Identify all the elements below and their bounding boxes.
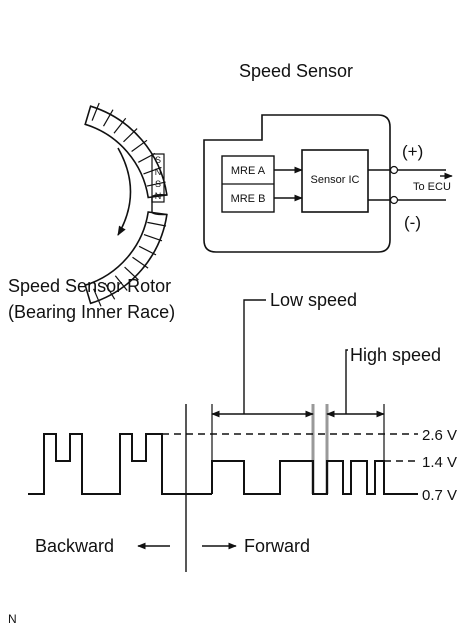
low-speed-label: Low speed xyxy=(270,290,357,310)
figure-code: N xyxy=(8,612,17,626)
level-2.6v-label: 2.6 V xyxy=(422,427,457,444)
high-speed-leader xyxy=(345,349,348,414)
forward-label: Forward xyxy=(244,536,310,556)
rotor-pole-3: S xyxy=(155,179,161,189)
speed-sensor-rotor: S N S N xyxy=(84,102,168,307)
rotor-segment-tick xyxy=(104,282,116,300)
high-speed-label: High speed xyxy=(350,345,441,365)
rotor-pole-4: N xyxy=(155,191,162,201)
sensor-ic-label: Sensor IC xyxy=(311,174,360,186)
rotor-pole-2: N xyxy=(155,167,162,177)
rotor-segment-tick xyxy=(102,109,114,127)
rotor-pole-1: S xyxy=(155,155,161,165)
minus-terminal xyxy=(389,195,399,205)
rotor-label-line1: Speed Sensor Rotor xyxy=(8,276,171,296)
rotor-segment-tick xyxy=(143,234,163,242)
backward-signal xyxy=(28,433,212,495)
plus-label: (+) xyxy=(402,142,423,161)
rotor-segment-tick xyxy=(123,128,138,143)
rotor-segment-tick xyxy=(132,256,149,269)
rotor-segment-tick xyxy=(113,117,127,134)
low-speed-leader xyxy=(243,299,266,414)
backward-label: Backward xyxy=(35,536,114,556)
rotor-segment-tick xyxy=(131,139,148,152)
rotor-segment-tick xyxy=(124,266,139,281)
to-ecu-label: To ECU xyxy=(413,181,451,193)
minus-label: (-) xyxy=(404,213,421,232)
rotation-arrow xyxy=(117,147,132,236)
rotor-segment-tick xyxy=(114,275,128,291)
forward-signal xyxy=(211,460,418,495)
rotor-segment-tick xyxy=(146,181,166,187)
level-1.4v-label: 1.4 V xyxy=(422,454,457,471)
rotor-segment-tick xyxy=(138,245,157,256)
mre-b-label: MRE B xyxy=(231,193,266,205)
rotor-label-line2: (Bearing Inner Race) xyxy=(8,302,175,322)
rotor-segment-tick xyxy=(147,221,167,227)
sensor-ic-block xyxy=(301,149,369,213)
level-0.7v-label: 0.7 V xyxy=(422,487,457,504)
mre-a-label: MRE A xyxy=(231,165,266,177)
rotor-segment-tick xyxy=(91,102,100,121)
speed-sensor-title: Speed Sensor xyxy=(239,61,353,81)
sensor-housing xyxy=(203,114,391,253)
rotor-segment-tick xyxy=(93,288,102,307)
plus-terminal xyxy=(389,165,399,175)
